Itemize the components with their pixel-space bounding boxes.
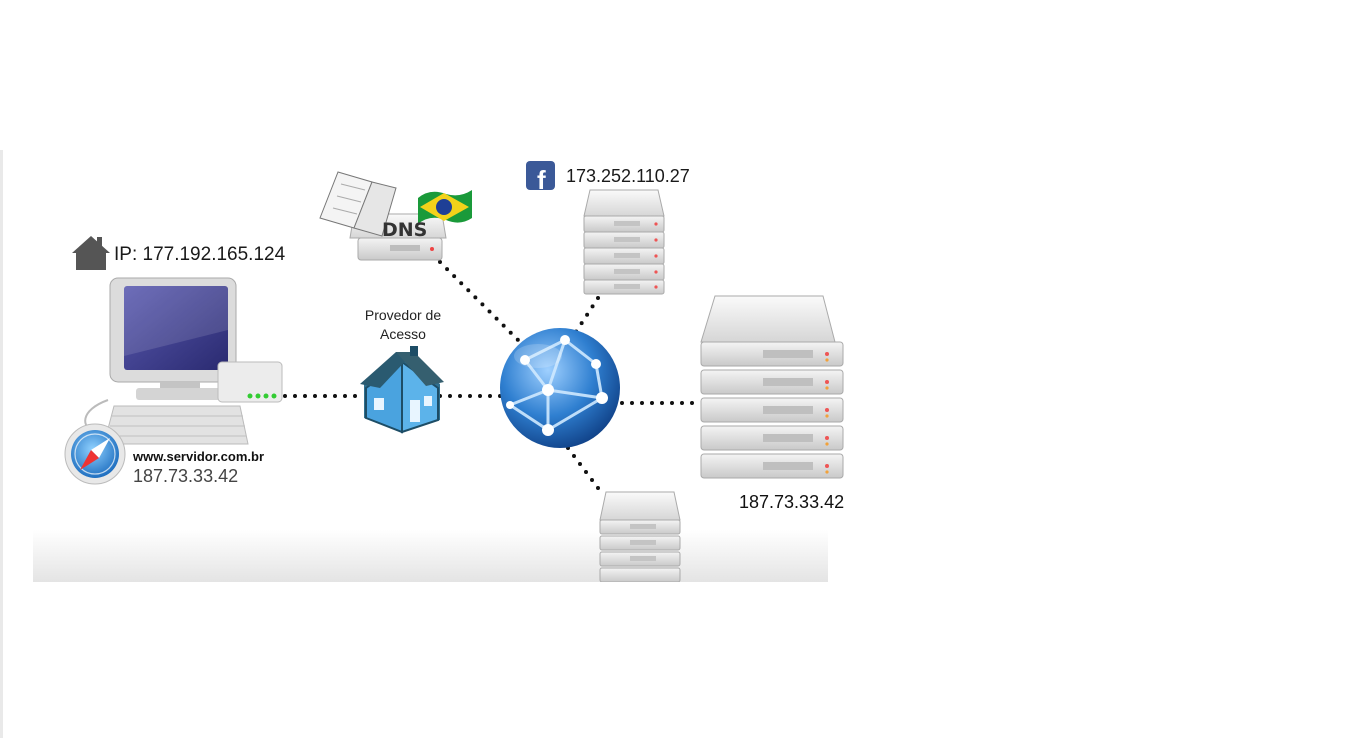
safari-compass-icon (64, 423, 126, 485)
connection-lines (283, 260, 704, 498)
client-ip-label: IP: 177.192.165.124 (114, 244, 286, 265)
floor-reflection (33, 530, 828, 582)
home-icon (72, 236, 110, 270)
lower-server (599, 491, 681, 583)
isp-house (360, 346, 444, 434)
lower-server-cutoff (560, 582, 700, 622)
target-server (700, 295, 844, 479)
left-edge-rule (0, 150, 3, 738)
globe-icon (500, 328, 620, 448)
book-icon (319, 171, 397, 237)
link-dns-globe (438, 260, 520, 342)
svg-text:f: f (537, 165, 546, 195)
target-server-ip-label: 187.73.33.42 (739, 492, 845, 512)
domain-ip-label: 187.73.33.42 (133, 466, 239, 486)
link-globe-lower-server (566, 446, 606, 498)
facebook-ip-label: 173.252.110.27 (566, 166, 690, 186)
dns-label: DNS (382, 219, 427, 241)
client-computer (84, 277, 283, 445)
isp-label: Provedor de Acesso (364, 307, 442, 342)
brazil-flag-icon (418, 190, 472, 224)
facebook-server (583, 189, 665, 295)
facebook-icon: f (526, 161, 555, 195)
domain-label: www.servidor.com.br (133, 449, 265, 464)
